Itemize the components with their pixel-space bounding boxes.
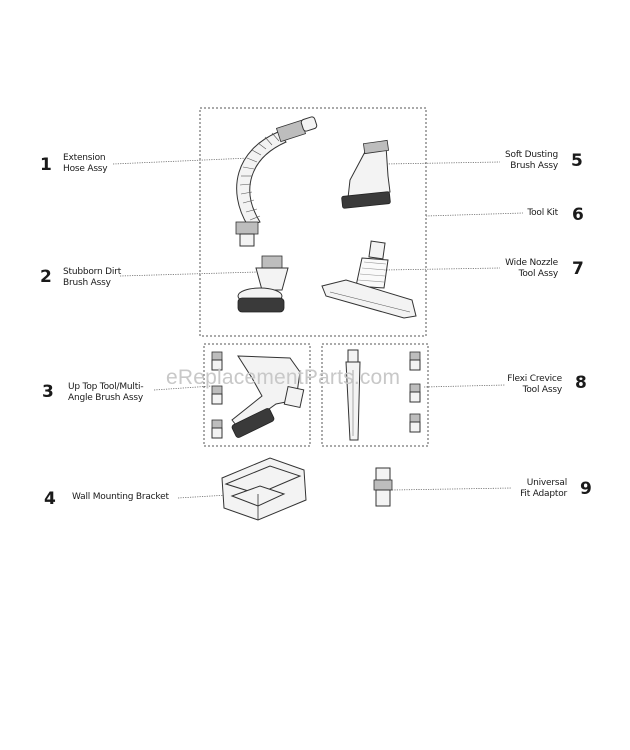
callout-label-line: Flexi Crevice [507,374,562,385]
callout-label-line: Up Top Tool/Multi- [68,382,143,393]
callout-label-line: Soft Dusting [505,150,558,161]
callout-number-2: 2 [40,268,52,286]
leader-line-4 [178,495,228,498]
callout-number-4: 4 [44,490,56,508]
callout-number-9: 9 [580,480,592,498]
callout-number-7: 7 [572,260,584,278]
leader-line-9 [392,488,512,490]
leader-line-1 [113,158,250,164]
callout-number-3: 3 [42,383,54,401]
up-top-tool-drawing [212,352,304,438]
callout-label-line: Stubborn Dirt [63,267,121,278]
callout-label-3: Up Top Tool/Multi- Angle Brush Assy [68,382,143,404]
stubborn-dirt-brush-drawing [238,256,288,312]
leader-line-5 [384,162,500,164]
wide-nozzle-tool-drawing [322,241,416,318]
callout-label-8: Flexi Crevice Tool Assy [507,374,562,396]
leader-line-2 [120,272,258,276]
callout-label-line: Universal [520,478,567,489]
callout-label-line: Tool Kit [527,208,558,219]
callout-label-6: Tool Kit [527,208,558,219]
callout-number-6: 6 [572,206,584,224]
callout-label-1: Extension Hose Assy [63,153,107,175]
callout-label-line: Wide Nozzle [505,258,558,269]
callout-label-7: Wide Nozzle Tool Assy [505,258,558,280]
callout-label-5: Soft Dusting Brush Assy [505,150,558,172]
soft-dusting-brush-drawing [342,140,391,208]
callout-label-2: Stubborn Dirt Brush Assy [63,267,121,289]
universal-fit-adaptor-drawing [374,468,392,506]
watermark: eReplacementParts.com [166,366,400,390]
wall-mounting-bracket-drawing [222,458,306,520]
leader-line-7 [384,268,500,270]
callout-label-line: Hose Assy [63,164,107,175]
callout-number-1: 1 [40,156,52,174]
callout-label-line: Angle Brush Assy [68,393,143,404]
callout-number-5: 5 [571,152,583,170]
callout-label-line: Fit Adaptor [520,489,567,500]
callout-label-line: Wall Mounting Bracket [72,492,169,503]
callout-label-line: Brush Assy [505,161,558,172]
callout-label-line: Tool Assy [505,269,558,280]
leader-line-6 [426,213,523,216]
callout-label-9: Universal Fit Adaptor [520,478,567,500]
extension-hose-drawing [236,116,318,246]
callout-label-line: Brush Assy [63,278,121,289]
callout-label-4: Wall Mounting Bracket [72,492,169,503]
callout-number-8: 8 [575,374,587,392]
leader-line-8 [424,385,505,387]
callout-label-line: Extension [63,153,107,164]
callout-label-line: Tool Assy [507,385,562,396]
flexi-crevice-tool-drawing [346,350,420,440]
